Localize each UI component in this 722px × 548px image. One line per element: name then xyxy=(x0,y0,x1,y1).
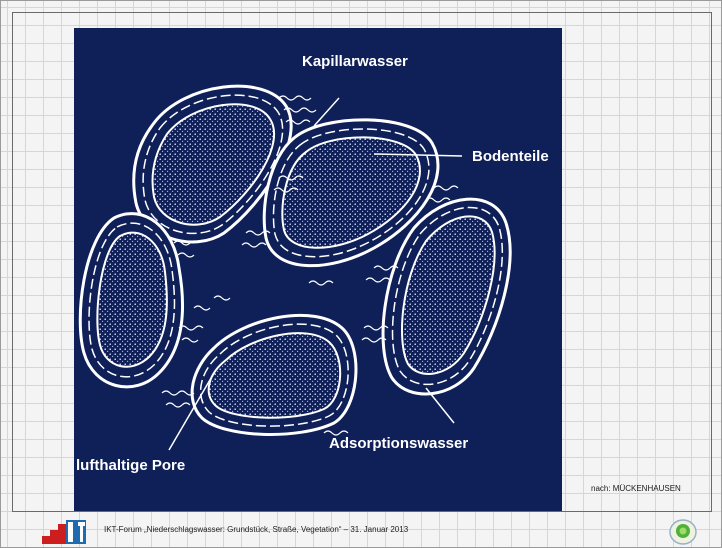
source-note: nach: MÜCKENHAUSEN xyxy=(591,484,681,493)
ikt-logo xyxy=(42,518,88,544)
label-soil-particles: Bodenteile xyxy=(472,148,549,165)
footer-text: IKT-Forum „Niederschlagswasser: Grundstü… xyxy=(104,525,408,534)
soil-diagram-svg: Kapillarwasser Bodenteile lufthaltige Po… xyxy=(74,28,562,511)
label-air-pore: lufthaltige Pore xyxy=(76,457,185,474)
label-adsorption-water: Adsorptionswasser xyxy=(329,435,468,452)
soil-particle-bottom xyxy=(192,315,356,434)
soil-diagram: Kapillarwasser Bodenteile lufthaltige Po… xyxy=(74,28,562,511)
seal-icon xyxy=(668,518,698,546)
label-capillary-water: Kapillarwasser xyxy=(302,53,408,70)
soil-particle-left xyxy=(80,214,182,387)
